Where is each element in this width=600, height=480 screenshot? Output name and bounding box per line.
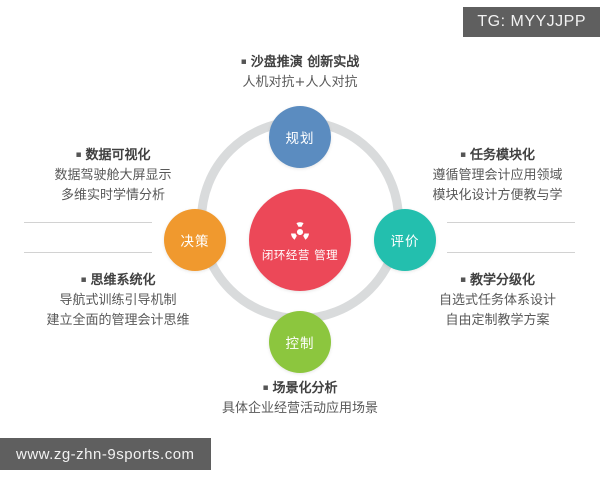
center-label-line-2: 管理 <box>314 247 339 262</box>
caption-top: 沙盘推演 创新实战 人机对抗+人人对抗 <box>0 52 600 93</box>
caption-bottom-left: 思维系统化 导航式训练引导机制 建立全面的管理会计思维 <box>18 270 218 331</box>
caption-top-right: 任务模块化 遵循管理会计应用领域 模块化设计方便教与学 <box>400 145 595 206</box>
divider-right-lower <box>447 252 575 253</box>
recycle-cycle-icon <box>291 221 309 240</box>
caption-bottom-right-head: 教学分级化 <box>400 270 595 291</box>
caption-top-head: 沙盘推演 创新实战 <box>0 52 600 73</box>
divider-left-lower <box>24 252 152 253</box>
node-planning[interactable]: 规划 <box>269 106 331 168</box>
center-node-label: 闭环经营 管理 <box>262 248 338 262</box>
caption-top-right-line-2: 遵循管理会计应用领域 <box>432 168 563 183</box>
caption-bottom-left-line-3: 建立全面的管理会计思维 <box>46 313 190 328</box>
node-control[interactable]: 控制 <box>269 311 331 373</box>
caption-top-left-head: 数据可视化 <box>18 145 208 166</box>
node-decision[interactable]: 决策 <box>164 209 226 271</box>
caption-bottom-left-head: 思维系统化 <box>18 270 218 291</box>
caption-bottom-right: 教学分级化 自选式任务体系设计 自由定制教学方案 <box>400 270 595 331</box>
caption-top-right-head: 任务模块化 <box>400 145 595 166</box>
telegram-watermark-badge: TG: MYYJJPP <box>463 7 600 37</box>
caption-bottom-left-line-2: 导航式训练引导机制 <box>59 293 177 308</box>
divider-right-upper <box>447 222 575 223</box>
site-url-watermark: www.zg-zhn-9sports.com <box>0 438 211 470</box>
caption-bottom-right-line-2: 自选式任务体系设计 <box>438 293 556 308</box>
caption-bottom: 场景化分析 具体企业经营活动应用场景 <box>0 378 600 419</box>
node-evaluation[interactable]: 评价 <box>374 209 436 271</box>
center-node-closed-loop-management[interactable]: 闭环经营 管理 <box>249 189 351 291</box>
caption-top-left: 数据可视化 数据驾驶舱大屏显示 多维实时学情分析 <box>18 145 208 206</box>
caption-bottom-right-line-3: 自由定制教学方案 <box>445 313 550 328</box>
caption-top-line-2: 人机对抗+人人对抗 <box>242 75 358 90</box>
caption-top-left-line-3: 多维实时学情分析 <box>60 188 165 203</box>
caption-bottom-head: 场景化分析 <box>0 378 600 399</box>
center-label-line-1: 闭环经营 <box>261 247 310 262</box>
caption-top-right-line-3: 模块化设计方便教与学 <box>432 188 563 203</box>
caption-bottom-line-2: 具体企业经营活动应用场景 <box>221 401 378 416</box>
divider-left-upper <box>24 222 152 223</box>
caption-top-left-line-2: 数据驾驶舱大屏显示 <box>54 168 172 183</box>
